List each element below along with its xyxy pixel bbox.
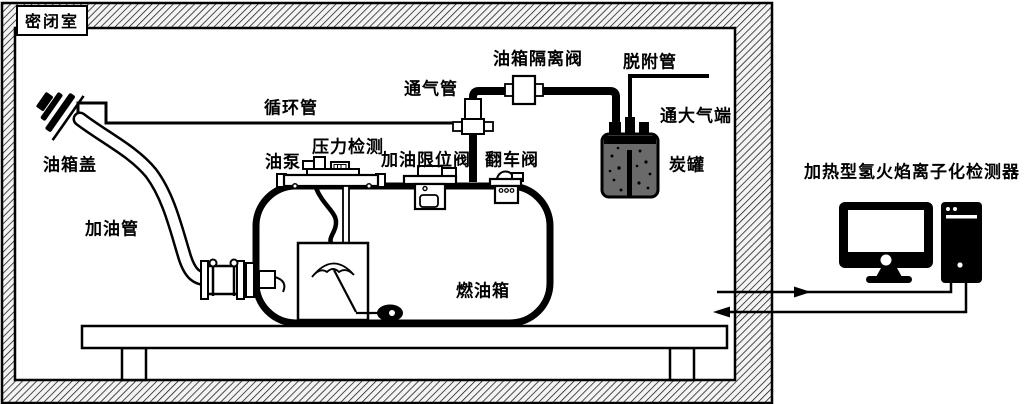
- label-carbon-canister: 炭罐: [669, 155, 705, 175]
- sample-line-out: [717, 283, 953, 298]
- label-fill-limit-valve: 加油限位阀: [381, 150, 471, 170]
- desorption-pipe-line: [628, 74, 709, 128]
- rollover-valve-body: [488, 170, 524, 205]
- label-atmosphere-port: 通大气端: [660, 106, 732, 126]
- label-pressure-detection: 压力检测: [312, 137, 384, 157]
- label-circulation-pipe: 循环管: [264, 98, 318, 118]
- label-tank-isolation-valve: 油箱隔离阀: [493, 49, 583, 69]
- chamber-label: 密闭室: [16, 5, 89, 36]
- label-detector: 加热型氢火焰离子化检测器: [804, 162, 1020, 182]
- label-desorption-pipe: 脱附管: [623, 52, 677, 72]
- fuel-pump-plate: [276, 156, 386, 190]
- computer-monitor-icon: [839, 202, 933, 283]
- chamber-wall: [0, 1, 774, 404]
- arrow-right-icon: [794, 286, 811, 298]
- test-bench: [80, 324, 729, 382]
- filler-pipe-tube: [72, 111, 216, 287]
- sample-line-return: [713, 283, 968, 318]
- isolation-valve-body: [504, 74, 544, 106]
- carbon-canister-body: [600, 117, 660, 199]
- label-fuel-tank: 燃油箱: [456, 281, 510, 301]
- arrow-left-icon: [713, 306, 730, 318]
- vent-pipe-line: [469, 87, 620, 182]
- label-filler-pipe: 加油管: [85, 219, 139, 239]
- label-vent-pipe: 通气管: [404, 79, 458, 99]
- fuel-cap-icon: [36, 92, 85, 141]
- circulation-pipe-line: [76, 101, 458, 125]
- label-fuel-cap: 油箱盖: [43, 155, 97, 175]
- label-fuel-pump: 油泵: [265, 152, 301, 172]
- computer-tower-icon: [941, 202, 982, 283]
- float-icon: [377, 304, 403, 322]
- filler-coupling: [200, 258, 286, 300]
- vent-pipe-fittings: [452, 98, 494, 135]
- label-rollover-valve: 翻车阀: [485, 150, 539, 170]
- fill-limit-valve-body: [402, 165, 458, 211]
- fuel-sender-unit: [296, 185, 403, 322]
